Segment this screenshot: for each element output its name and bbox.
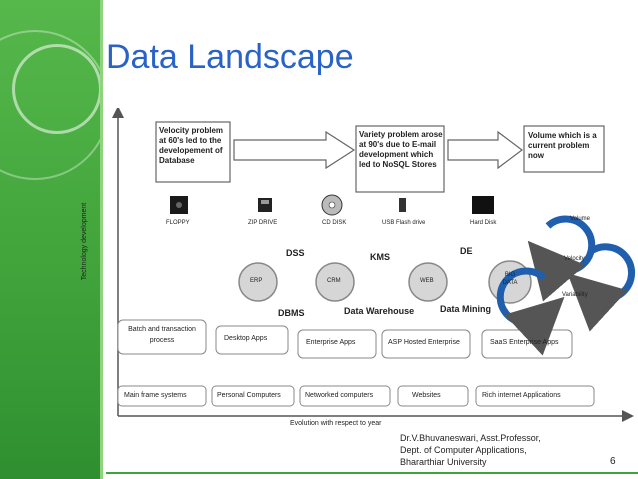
bubble-web <box>408 262 448 302</box>
callout-variety: Variety problem arose at 90's due to E-m… <box>359 130 443 169</box>
app-label-asp: ASP Hosted Enterprise <box>388 339 460 346</box>
bubble-label-erp: ERP <box>250 278 263 284</box>
bubble-label-crm: CRM <box>327 278 341 284</box>
variability-arc <box>496 267 565 356</box>
v-label-volume: Volume <box>570 216 591 222</box>
sys-box-mainframe <box>117 385 207 407</box>
bubble-erp <box>238 262 278 302</box>
device-label-cd: CD DISK <box>322 220 347 226</box>
label-de: DE <box>460 246 473 256</box>
app-box-asp <box>381 329 471 359</box>
app-label-saas: SaaS Enterprise Apps <box>490 339 559 346</box>
v-label-variability: Variability <box>562 292 588 298</box>
callout-volume: Volume which is a current problem now <box>528 131 597 160</box>
label-data-mining: Data Mining <box>440 304 491 314</box>
sys-label-pc: Personal Computers <box>217 392 281 399</box>
green-sidebar <box>0 0 100 479</box>
app-box-batch <box>117 319 207 355</box>
sys-label-rich-internet: Rich internet Applications <box>482 392 561 399</box>
page-title: Data Landscape <box>106 38 354 76</box>
decorative-ring <box>12 44 100 134</box>
volume-arc <box>527 215 596 302</box>
device-label-hard-disk: Hard Disk <box>470 220 497 226</box>
velocity-arc <box>567 243 636 332</box>
device-label-zip: ZIP DRIVE <box>248 220 278 226</box>
bubble-label-big-data: BIG DATA <box>502 272 518 286</box>
device-label-floppy: FLOPPY <box>166 220 190 226</box>
label-dss: DSS <box>286 248 305 258</box>
sys-label-mainframe: Main frame systems <box>124 392 187 399</box>
usb-drive-icon <box>399 198 406 212</box>
label-dbms: DBMS <box>278 308 305 318</box>
sys-label-networked: Networked computers <box>305 392 374 399</box>
callout-velocity: Velocity problem at 60's led to the deve… <box>159 126 224 165</box>
app-label-enterprise: Enterprise Apps <box>306 339 356 346</box>
hard-disk-icon <box>472 196 494 214</box>
sys-box-rich-internet <box>475 385 595 407</box>
footer-credits: Dr.V.Bhuvaneswari, Asst.Professor, Dept.… <box>400 432 541 468</box>
sys-label-websites: Websites <box>412 392 441 399</box>
y-axis-label: Technology development <box>81 202 89 281</box>
footer-line: Dept. of Computer Applications, <box>400 445 527 455</box>
app-box-enterprise <box>297 329 377 359</box>
footer-line: Dr.V.Bhuvaneswari, Asst.Professor, <box>400 433 541 443</box>
x-axis-label: Evolution with respect to year <box>290 420 382 427</box>
app-label-desktop: Desktop Apps <box>224 335 268 342</box>
footer-line: Bhararthiar University <box>400 457 487 467</box>
sys-box-networked <box>299 385 391 407</box>
v-label-velocity: Velocity <box>564 256 585 262</box>
label-kms: KMS <box>370 252 390 262</box>
bottom-rule <box>106 472 638 474</box>
timeline-arrow-2 <box>447 130 523 170</box>
bubble-label-web: WEB <box>420 278 434 284</box>
device-label-usb: USB Flash drive <box>382 220 426 226</box>
app-label-batch: Batch and transaction process <box>128 326 196 344</box>
data-landscape-diagram: Technology development Evolution with re… <box>81 108 638 428</box>
diagram-graphics <box>112 108 636 422</box>
label-data-warehouse: Data Warehouse <box>344 306 415 316</box>
callout-box-volume <box>523 125 605 173</box>
app-box-desktop <box>215 325 289 355</box>
bubble-crm <box>315 262 355 302</box>
callout-box-velocity <box>155 121 231 183</box>
sys-box-pc <box>211 385 295 407</box>
slide-number: 6 <box>610 456 616 467</box>
sys-box-websites <box>397 385 469 407</box>
callout-box-variety <box>355 125 445 193</box>
sidebar-accent-line <box>100 0 103 479</box>
timeline-arrow-1 <box>233 130 356 170</box>
